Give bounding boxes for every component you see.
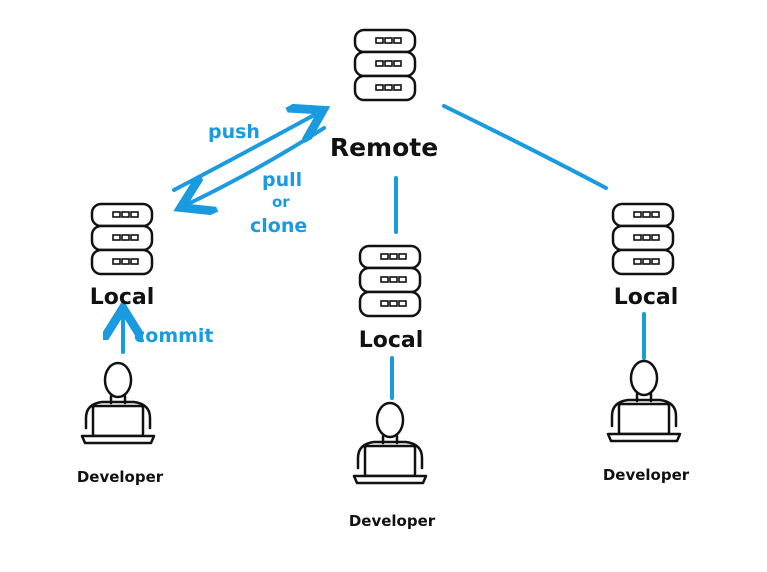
local-center-node: Local — [358, 244, 424, 353]
local-left-node: Local — [90, 202, 155, 310]
pull-arrow — [188, 126, 326, 204]
database-server-icon — [358, 244, 422, 318]
remote-right-line — [442, 104, 608, 190]
developer-laptop-icon — [606, 359, 682, 443]
developer-right: Developer — [603, 359, 690, 484]
local-left-label: Local — [90, 285, 155, 310]
remote-label: Remote — [330, 133, 438, 162]
developer-left: Developer — [77, 361, 164, 486]
push-label: push — [208, 121, 260, 143]
or-label: or — [272, 193, 290, 211]
local-right-node: Local — [611, 202, 679, 310]
connectors — [123, 104, 646, 400]
developer-center: Developer — [349, 401, 436, 530]
database-server-icon — [611, 202, 675, 276]
developer-center-label: Developer — [349, 512, 436, 530]
developer-laptop-icon — [80, 361, 156, 445]
local-center-label: Local — [359, 328, 424, 353]
local-right-label: Local — [614, 285, 679, 310]
developer-right-label: Developer — [603, 466, 690, 484]
developer-laptop-icon — [352, 401, 428, 485]
commit-label: commit — [134, 325, 214, 347]
pull-label: pull — [262, 169, 302, 191]
database-server-icon — [353, 28, 417, 102]
clone-label: clone — [250, 215, 307, 237]
developer-left-label: Developer — [77, 468, 164, 486]
remote-node: Remote — [330, 28, 438, 162]
database-server-icon — [90, 202, 154, 276]
